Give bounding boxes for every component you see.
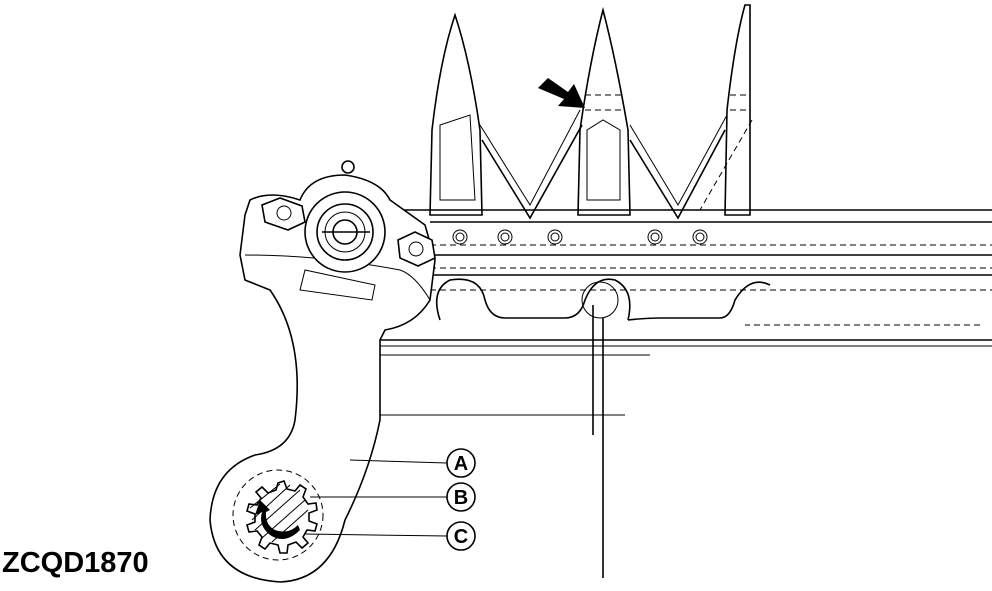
figure-id: ZCQD1870 xyxy=(2,547,149,579)
guards xyxy=(429,4,751,216)
pivot-bearing xyxy=(304,160,386,273)
knife-bar xyxy=(400,209,992,269)
splined-hub xyxy=(232,469,324,561)
callout-b-label: B xyxy=(454,487,468,509)
frame xyxy=(380,305,992,578)
knife-sections xyxy=(479,109,753,220)
callout-b: B xyxy=(310,482,476,512)
pointer-arrow-icon xyxy=(538,78,585,108)
callout-c: C xyxy=(304,521,476,551)
callout-a: A xyxy=(349,448,476,478)
rotation-arrow-icon xyxy=(255,500,300,539)
drive-arm xyxy=(209,174,436,583)
callout-a-label: A xyxy=(454,453,468,475)
callout-c-label: C xyxy=(454,526,468,548)
guard-bar xyxy=(430,274,992,326)
bolts xyxy=(261,197,436,267)
